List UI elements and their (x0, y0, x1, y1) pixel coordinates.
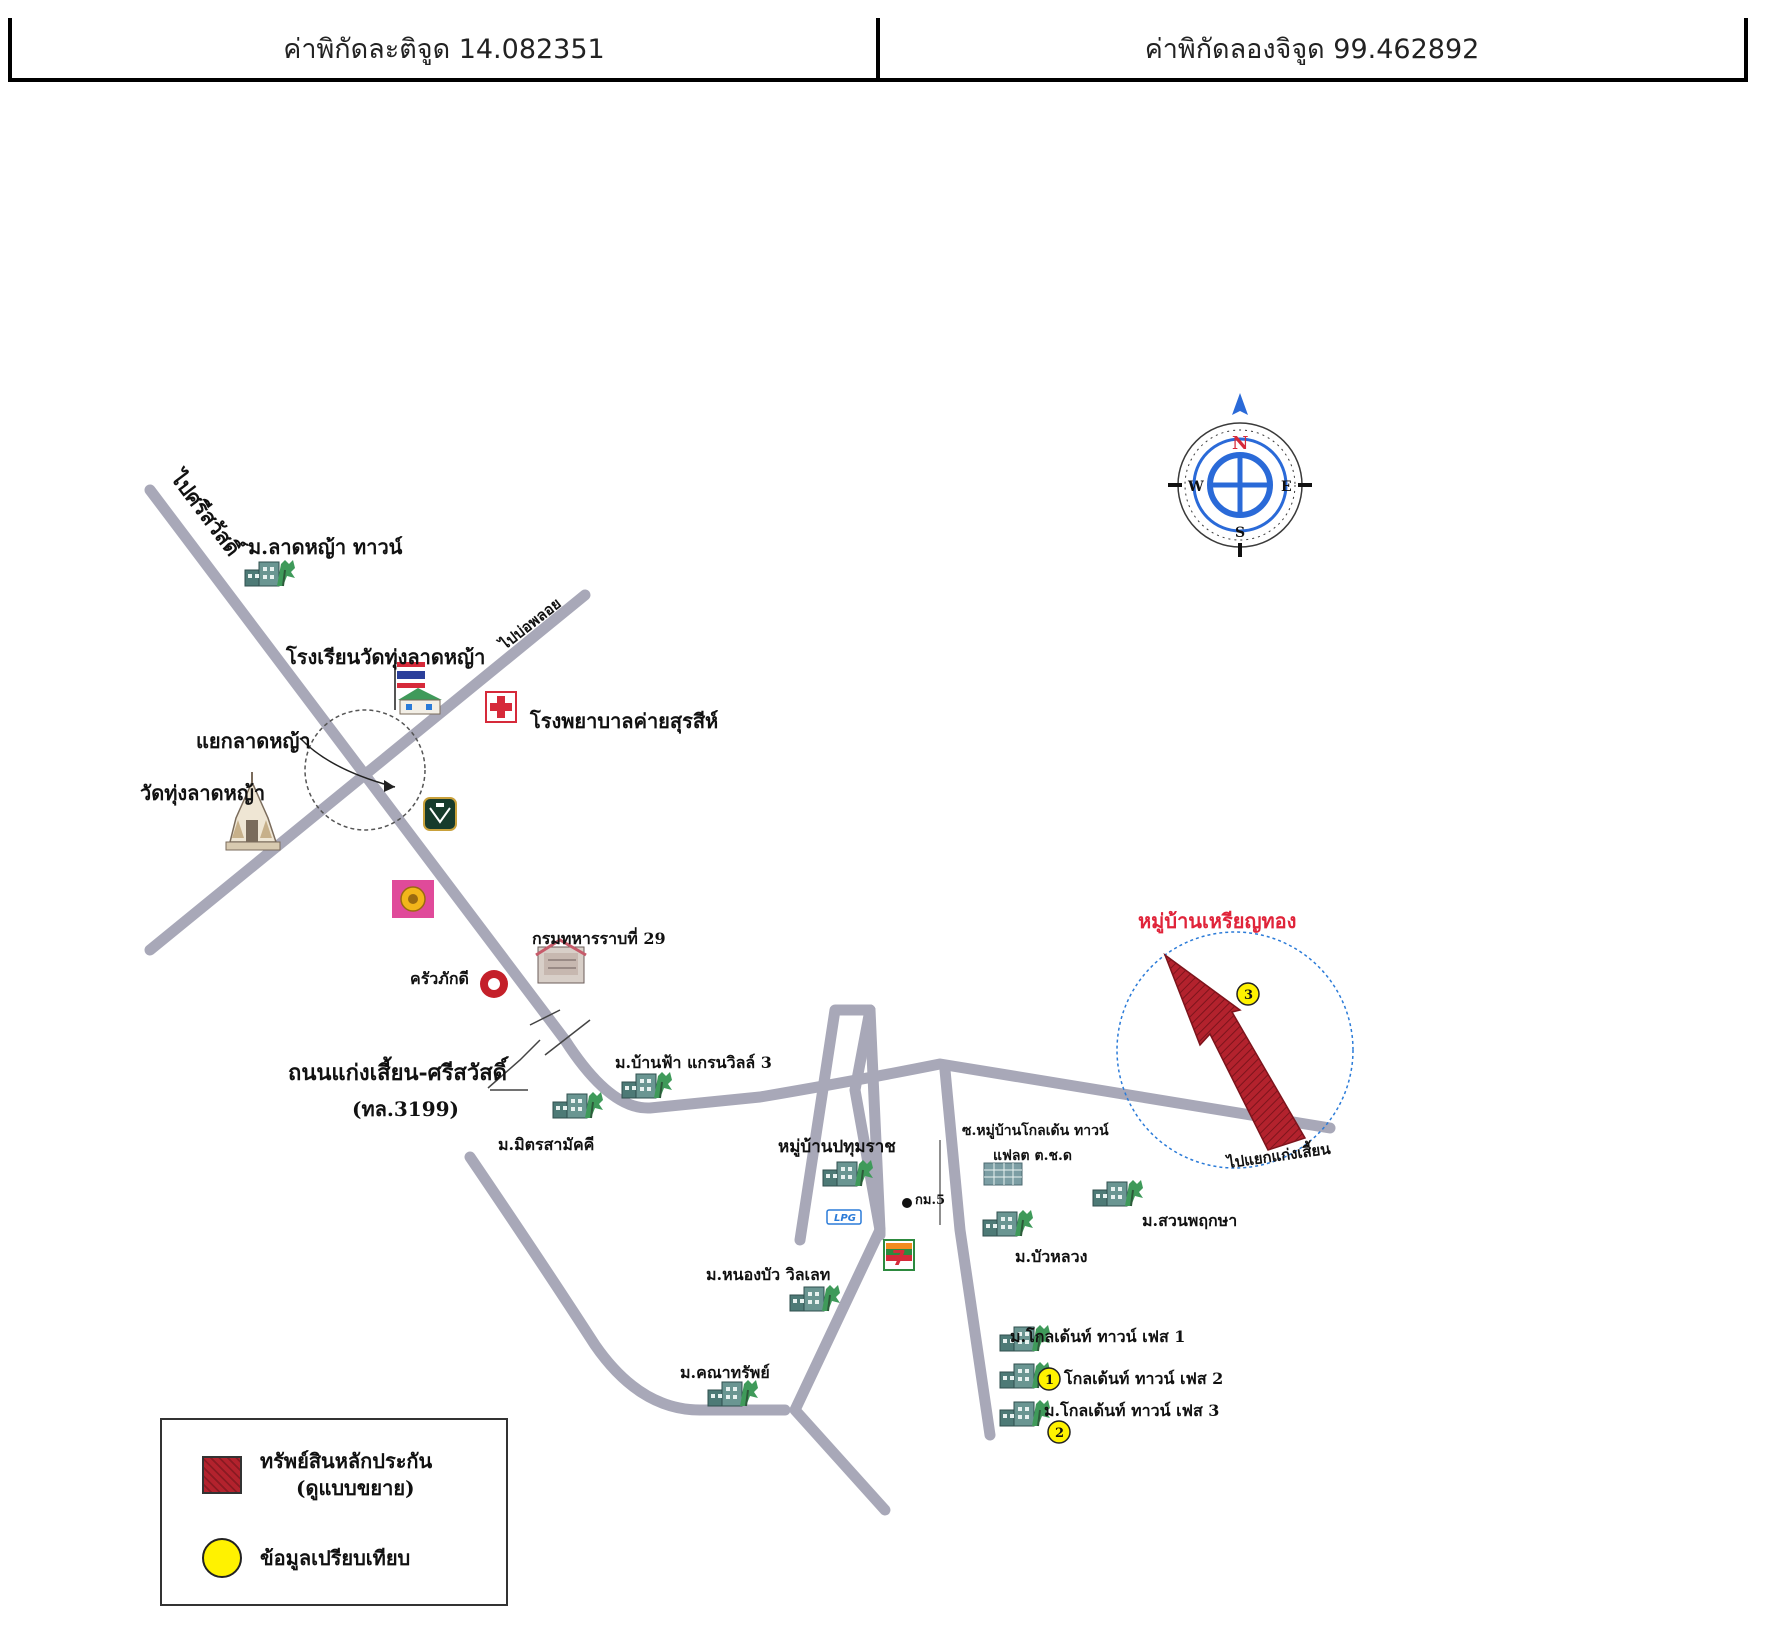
label-khana-sap: ม.คณาทรัพย์ (680, 1363, 770, 1382)
label-golden-1: ม.โกลเด้นท์ ทาวน์ เฟส 1 (1010, 1326, 1185, 1346)
emblem-icon (392, 880, 434, 918)
house-icon (822, 1159, 874, 1187)
label-ban-fa: ม.บ้านฟ้า แกรนวิลล์ 3 (615, 1053, 772, 1072)
compass-west: W (1187, 479, 1204, 495)
road-pathumrat-c (864, 1004, 886, 1241)
label-golden-2: โกลเด้นท์ ทาวน์ เฟส 2 (1063, 1368, 1223, 1388)
legend-comparison-row: ข้อมูลเปรียบเทียบ (202, 1538, 410, 1578)
road-main (144, 484, 1336, 1134)
label-pathumrat: หมู่บ้านปทุมราช (778, 1137, 896, 1158)
road-network (144, 484, 1336, 1516)
label-temple: วัดทุ่งลาดหญ้า (140, 781, 265, 806)
pointer-arrowhead (384, 780, 395, 792)
compass-east: E (1281, 479, 1292, 495)
label-infantry: กรมทหารราบที่ 29 (532, 927, 666, 948)
comparison-dot-icon (202, 1538, 242, 1578)
label-lat-ya-town: ม.ลาดหญ้า ทาวน์ (248, 535, 403, 559)
hospital-cross-icon (485, 691, 517, 723)
intersection-circle (304, 709, 426, 831)
lpg-station-icon: LPG (826, 1209, 862, 1225)
label-school: โรงเรียนวัดทุ่งลาดหญ้า (285, 645, 485, 670)
legend-collateral-text: ทรัพย์สินหลักประกัน (ดูแบบขยาย) (260, 1448, 432, 1502)
house-icon (1092, 1179, 1144, 1207)
label-intersection: แยกลาดหญ้า (196, 729, 311, 753)
convenience-store-icon: 7 (883, 1239, 915, 1271)
collateral-swatch (202, 1456, 242, 1494)
road-soi-golden (939, 1064, 996, 1441)
house-icon (621, 1071, 673, 1099)
label-subject: หมู่บ้านเหรียญทอง (1138, 909, 1296, 935)
label-bua-luang: ม.บัวหลวง (1015, 1247, 1087, 1266)
km-marker-dot (902, 1198, 912, 1208)
label-golden-soi: ซ.หมู่บ้านโกลเด้น ทาวน์ (962, 1121, 1109, 1139)
map-legend: ทรัพย์สินหลักประกัน (ดูแบบขยาย) ข้อมูลเป… (160, 1418, 508, 1606)
longitude-label: ค่าพิกัดลองจิจูด 99.462892 (1144, 33, 1480, 65)
house-icon (982, 1209, 1034, 1237)
army-building-icon (535, 938, 587, 984)
subject-arrow (1163, 952, 1307, 1151)
marker-2-number: 2 (1055, 1426, 1064, 1441)
compass-south: S (1235, 525, 1245, 541)
road-south (789, 1224, 891, 1516)
latitude-label: ค่าพิกัดละติจูด 14.082351 (12, 18, 880, 78)
label-nong-bua: ม.หนองบัว วิลเลท (706, 1265, 830, 1284)
flat-building-icon (983, 1162, 1023, 1186)
legend-collateral-row: ทรัพย์สินหลักประกัน (ดูแบบขยาย) (202, 1448, 432, 1502)
road-crossing-marks (487, 1009, 591, 1091)
restaurant-icon (480, 970, 508, 998)
legend-collateral-note: (ดูแบบขยาย) (296, 1476, 415, 1500)
label-to-sriswat: ไปศรีสวัสดิ์ (165, 463, 250, 563)
comparison-marker-1 (1037, 1367, 1061, 1391)
label-hospital: โรงพยาบาลค่ายสุรสีห์ (529, 709, 718, 734)
label-suan-phruksa: ม.สวนพฤกษา (1142, 1211, 1237, 1230)
marker-1-number: 1 (1045, 1373, 1054, 1388)
house-icon (999, 1399, 1051, 1427)
svg-text:LPG: LPG (834, 1213, 856, 1224)
bank-logo-icon (423, 797, 457, 831)
svg-text:7: 7 (892, 1246, 906, 1270)
label-road-code: (ทล.3199) (352, 1097, 459, 1121)
intersection-pointer (299, 737, 396, 788)
legend-comparison-label: ข้อมูลเปรียบเทียบ (260, 1545, 411, 1570)
label-flat: แฟลต ต.ช.ด (993, 1148, 1072, 1164)
house-icon (789, 1284, 841, 1312)
house-icon (244, 559, 296, 587)
comparison-marker-3 (1236, 982, 1260, 1006)
subject-area-circle (1116, 931, 1354, 1169)
compass-rose-icon (1168, 393, 1312, 557)
house-icon (707, 1379, 759, 1407)
road-bo-ploi (144, 589, 591, 956)
temple-icon (225, 772, 281, 851)
road-pathumrat-b (794, 1004, 876, 1246)
house-icon (552, 1091, 604, 1119)
legend-collateral-label: ทรัพย์สินหลักประกัน (260, 1449, 433, 1473)
label-restaurant: ครัวภักดี (410, 969, 469, 988)
comparison-marker-2 (1047, 1420, 1071, 1444)
label-road-name: ถนนแก่งเสี้ยน-ศรีสวัสดิ์ (288, 1056, 509, 1086)
road-left-loop (464, 1151, 791, 1416)
label-golden-3: ม.โกลเด้นท์ ทาวน์ เฟส 3 (1044, 1400, 1219, 1420)
road-pathumrat-a (849, 1004, 886, 1236)
compass-north: N (1232, 433, 1248, 454)
label-km-marker: กม.5 (915, 1193, 945, 1208)
coordinate-header: ค่าพิกัดละติจูด 14.082351 ค่าพิกัดลองจิจ… (8, 18, 1748, 82)
label-mit-samakkhi: ม.มิตรสามัคคี (498, 1135, 594, 1154)
marker-3-number: 3 (1244, 988, 1253, 1003)
school-icon (394, 660, 442, 715)
